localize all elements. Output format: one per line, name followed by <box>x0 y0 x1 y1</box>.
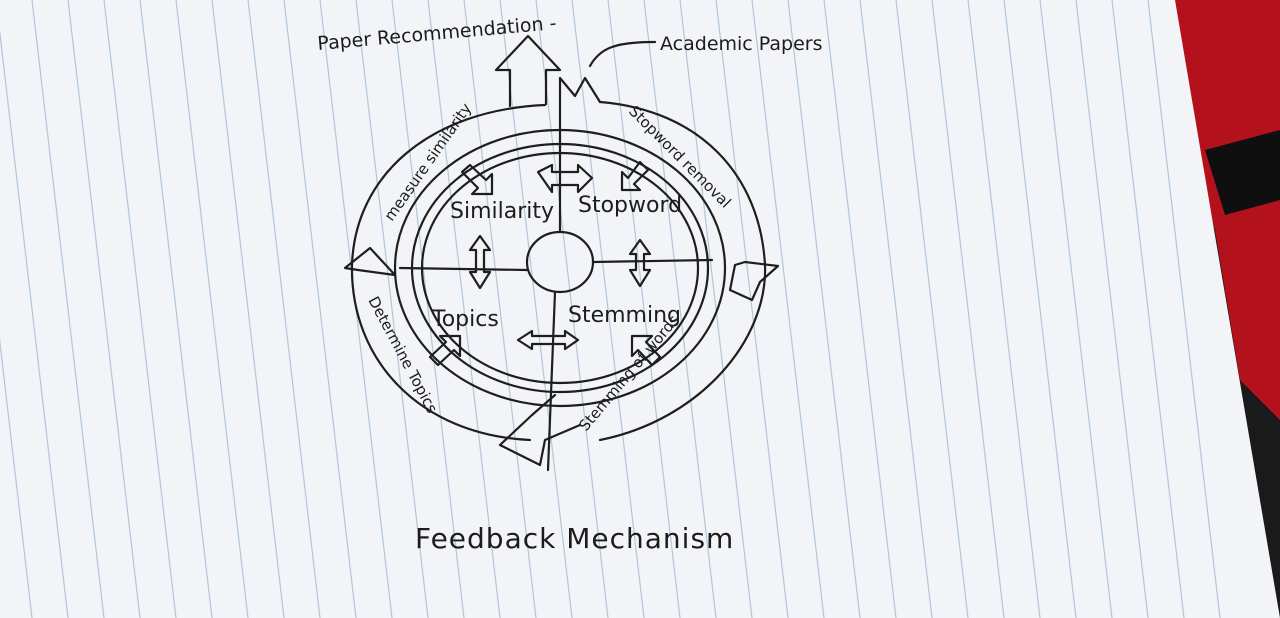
rule-line <box>679 0 753 618</box>
ruled-lines <box>0 0 1221 618</box>
rule-line <box>139 0 213 618</box>
rule-line <box>1003 0 1077 618</box>
divider-horizontal-right <box>591 258 714 264</box>
rule-line <box>247 0 321 618</box>
rule-line <box>715 0 789 618</box>
output-arrow-icon <box>494 34 562 108</box>
quadrant-topics: Topics <box>431 307 499 332</box>
arc-arrowhead-icon <box>728 260 780 302</box>
rule-line <box>535 0 609 618</box>
quadrant-similarity: Similarity <box>450 199 554 224</box>
rule-line <box>571 0 645 618</box>
inward-arrow-icon <box>428 160 662 367</box>
rule-line <box>175 0 249 618</box>
rule-line <box>211 0 285 618</box>
rule-line <box>0 29 69 618</box>
outer-loop <box>350 103 547 442</box>
rule-line <box>751 0 825 618</box>
label-academic-papers: Academic Papers <box>660 33 822 55</box>
rule-line <box>967 0 1041 618</box>
rule-line <box>1147 0 1221 618</box>
rule-line <box>787 0 861 618</box>
rule-line <box>499 0 573 618</box>
quadrant-stopword: Stopword <box>578 193 682 218</box>
rule-line <box>67 0 141 618</box>
rule-line <box>859 0 933 618</box>
rule-line <box>427 0 501 618</box>
rule-line <box>823 0 897 618</box>
divider-horizontal-left <box>398 266 529 272</box>
rule-line <box>391 0 465 618</box>
rule-line <box>643 0 717 618</box>
rule-line <box>0 338 33 618</box>
rule-line <box>1075 0 1149 618</box>
rule-line <box>31 0 105 618</box>
rule-line <box>355 0 429 618</box>
rule-line <box>895 0 969 618</box>
leader-line <box>588 40 657 68</box>
quadrant-stemming: Stemming <box>568 303 681 328</box>
input-arrow-icon <box>558 76 602 150</box>
rule-line <box>1039 0 1113 618</box>
rule-line <box>103 0 177 618</box>
rule-line <box>607 0 681 618</box>
rule-line <box>283 0 357 618</box>
double-arrow-icon <box>468 163 652 351</box>
rule-line <box>931 0 1005 618</box>
divider-vertical-bottom <box>546 290 557 472</box>
diagram-title: Feedback Mechanism <box>415 522 734 555</box>
rule-line <box>1111 0 1185 618</box>
rule-line <box>463 0 537 618</box>
